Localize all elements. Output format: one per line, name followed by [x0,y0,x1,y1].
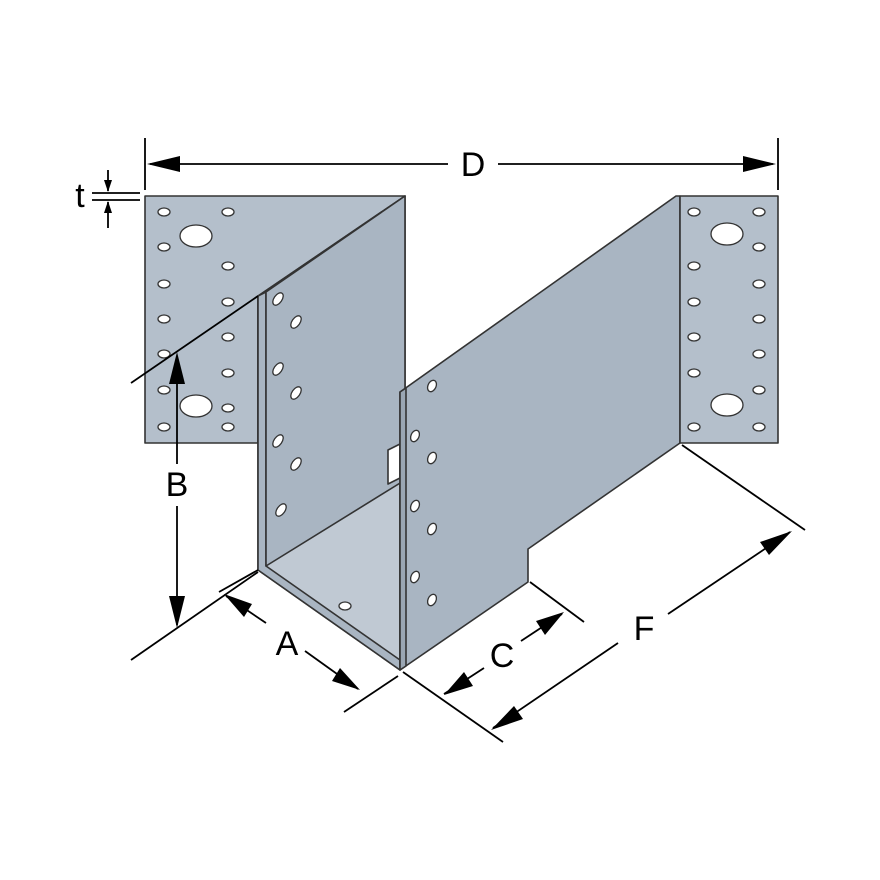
arrow-downleft-icon [444,672,473,695]
nail-hole-icon [157,279,171,289]
angled-nail-hole-icon [290,315,302,329]
arrow-downleft-icon [491,706,523,730]
angled-nail-hole-icon [272,362,284,376]
angled-nail-hole-icon [290,386,302,400]
seat-nail-hole-icon [338,601,352,611]
right-flange [679,195,779,444]
nail-hole-icon [221,261,235,271]
bolt-hole-icon [179,394,213,418]
arrow-upright-icon [536,612,564,635]
angled-nail-hole-icon [409,499,421,513]
nail-hole-icon [752,385,766,395]
arrow-down-icon [169,596,185,628]
nail-hole-icon [221,403,235,413]
nail-hole-icon [157,314,171,324]
nail-hole-icon [752,242,766,252]
nail-hole-icon [752,207,766,217]
nail-hole-icon [221,422,235,432]
angled-nail-hole-icon [290,457,302,471]
dimension-b-label: B [166,466,189,504]
angled-nail-hole-icon [409,570,421,584]
nail-hole-icon [157,242,171,252]
nail-hole-icon [221,368,235,378]
arrow-upleft-icon [224,594,252,617]
dimension-f-label: F [634,610,655,648]
right-side-edge [399,387,407,671]
bolt-hole-icon [710,393,744,417]
nail-hole-icon [752,349,766,359]
angled-nail-hole-icon [275,503,287,517]
arrow-down-icon [104,180,112,192]
nail-hole-icon [221,207,235,217]
arrow-up-icon [104,201,112,213]
back-wall-slot [387,443,401,485]
dimension-t-label: t [75,177,85,215]
dimension-c: C [443,581,585,695]
nail-hole-icon [687,422,701,432]
right-flange-holes [687,207,766,432]
nail-hole-icon [752,279,766,289]
dimension-c-label: C [490,637,515,675]
nail-hole-icon [687,368,701,378]
arrow-up-icon [169,352,185,384]
nail-hole-icon [221,297,235,307]
angled-nail-hole-icon [426,379,438,393]
bolt-hole-icon [710,222,744,246]
nail-hole-icon [687,297,701,307]
right-side-holes [409,379,438,607]
angled-nail-hole-icon [272,434,284,448]
nail-hole-icon [687,261,701,271]
arrow-upright-icon [760,531,792,555]
nail-hole-icon [687,207,701,217]
nail-hole-icon [752,314,766,324]
right-side-wall [399,195,681,671]
arrow-left-icon [147,156,180,172]
arrow-downright-icon [332,668,360,690]
dimension-f: F [402,444,806,743]
nail-hole-icon [752,422,766,432]
bolt-hole-icon [179,224,213,248]
angled-nail-hole-icon [426,451,438,465]
angled-nail-hole-icon [272,292,284,306]
dimension-t: t [75,170,140,228]
left-flange-holes [157,207,235,432]
nail-hole-icon [687,332,701,342]
nail-hole-icon [157,349,171,359]
left-side-holes [272,292,302,517]
dimension-d: D [144,138,779,190]
nail-hole-icon [157,207,171,217]
joist-hanger [144,195,779,671]
nail-hole-icon [221,332,235,342]
angled-nail-hole-icon [409,429,421,443]
angled-nail-hole-icon [426,593,438,607]
dimension-a: A [218,569,399,713]
dimension-d-label: D [461,146,486,184]
dimension-a-label: A [276,625,299,663]
nail-hole-icon [157,385,171,395]
dimensions: D t B A [75,138,806,743]
arrow-right-icon [743,156,776,172]
angled-nail-hole-icon [426,522,438,536]
nail-hole-icon [157,422,171,432]
dimension-b: B [130,295,259,661]
